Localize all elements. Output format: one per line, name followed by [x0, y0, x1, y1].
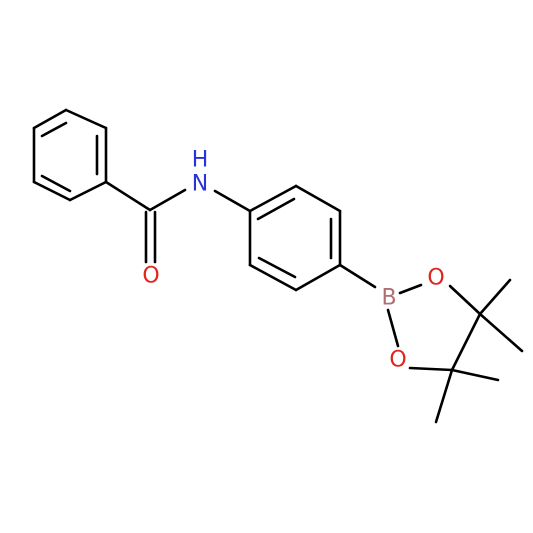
bond — [294, 184, 342, 213]
nitrogen-label: N — [192, 172, 208, 197]
bond — [448, 284, 482, 316]
atom-label-layer: H N O B O O — [142, 148, 444, 373]
bond — [257, 256, 297, 279]
bond — [478, 278, 512, 316]
bond — [248, 184, 298, 213]
bond — [256, 197, 296, 221]
ring-oxygen-bottom-label: O — [389, 348, 406, 373]
bond — [338, 263, 377, 289]
boron-label: B — [381, 286, 396, 311]
bond — [40, 121, 68, 138]
bond-layer — [32, 108, 524, 424]
bond — [398, 283, 423, 295]
bond — [294, 263, 342, 292]
bond — [450, 312, 482, 372]
bond — [408, 366, 454, 372]
bond — [148, 188, 187, 212]
ring-oxygen-top-label: O — [427, 266, 444, 291]
bond — [104, 180, 152, 212]
bond — [68, 180, 108, 202]
bond — [248, 263, 298, 292]
bond — [32, 180, 72, 202]
bond — [434, 368, 454, 424]
hydrogen-label: H — [192, 148, 209, 173]
bond — [40, 174, 72, 193]
bond — [450, 368, 500, 382]
carbonyl-oxygen-label: O — [142, 264, 159, 289]
bond — [478, 312, 524, 353]
bond — [64, 108, 108, 130]
bond — [386, 308, 400, 348]
bond — [213, 189, 252, 213]
bond — [32, 108, 68, 130]
